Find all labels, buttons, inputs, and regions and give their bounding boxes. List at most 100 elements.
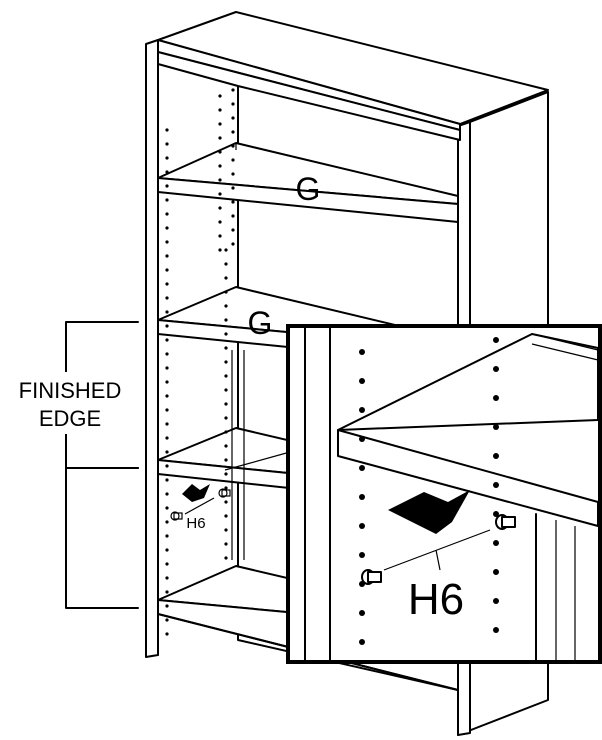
shelf-label-upper: G bbox=[296, 171, 321, 207]
pin-hole-dot bbox=[359, 378, 365, 384]
arrow-down-icon bbox=[388, 490, 470, 534]
pin-hole-dot bbox=[165, 562, 169, 566]
pin-hole-dot bbox=[224, 528, 228, 532]
pin-hole-dot bbox=[231, 130, 235, 134]
zoom-inset: H6 bbox=[286, 324, 602, 664]
pin-hole-dot bbox=[165, 506, 169, 510]
pin-hole-dot bbox=[218, 122, 222, 126]
pin-hole-dot bbox=[165, 296, 169, 300]
pin-hole-dot bbox=[165, 436, 169, 440]
pin-hole-dot bbox=[165, 590, 169, 594]
pin-hole-dot bbox=[218, 108, 222, 112]
finished-edge-bracket-lower bbox=[65, 467, 139, 609]
pin-hole-dot bbox=[231, 144, 235, 148]
peg-icon bbox=[218, 488, 231, 498]
peg-icon bbox=[170, 511, 183, 521]
small-peg-callout: H6 bbox=[170, 484, 231, 532]
pin-hole-dot bbox=[165, 534, 169, 538]
pin-hole-dot bbox=[231, 200, 235, 204]
shelf-pin-holes bbox=[165, 88, 235, 636]
pin-hole-dot bbox=[165, 618, 169, 622]
pin-hole-dot bbox=[165, 548, 169, 552]
pin-hole-dot bbox=[165, 422, 169, 426]
pin-hole-dot bbox=[224, 402, 228, 406]
pin-hole-dot bbox=[165, 282, 169, 286]
left-side-panel bbox=[145, 39, 159, 658]
pin-hole-dot bbox=[218, 178, 222, 182]
pin-hole-dot bbox=[224, 556, 228, 560]
peg-icon-large-left bbox=[361, 569, 382, 585]
finished-edge-label-line1: FINISHED bbox=[19, 378, 122, 403]
pin-hole-dot bbox=[165, 310, 169, 314]
pin-hole-dot bbox=[224, 514, 228, 518]
pin-hole-dot bbox=[165, 576, 169, 580]
pin-hole-dot bbox=[165, 128, 169, 132]
pin-hole-dot bbox=[359, 465, 365, 471]
pin-hole-dot bbox=[231, 186, 235, 190]
pin-hole-dot bbox=[165, 212, 169, 216]
pin-hole-dot bbox=[231, 158, 235, 162]
pin-hole-dot bbox=[165, 408, 169, 412]
finished-edge-label-line2: EDGE bbox=[39, 406, 101, 431]
pin-hole-dot bbox=[493, 337, 499, 343]
pin-hole-dot bbox=[165, 366, 169, 370]
pin-hole-dot bbox=[224, 248, 228, 252]
arrow-down-icon bbox=[182, 484, 210, 502]
pin-hole-dot bbox=[224, 346, 228, 350]
pin-hole-dot bbox=[165, 478, 169, 482]
pin-hole-dot bbox=[224, 444, 228, 448]
pin-hole-dot bbox=[218, 220, 222, 224]
pin-hole-dot bbox=[224, 472, 228, 476]
pin-hole-dot bbox=[493, 366, 499, 372]
pin-hole-dot bbox=[218, 94, 222, 98]
pin-hole-dot bbox=[359, 494, 365, 500]
pin-hole-dot bbox=[224, 290, 228, 294]
pin-hole-dot bbox=[165, 324, 169, 328]
peg-label-large: H6 bbox=[408, 575, 464, 624]
pin-hole-dot bbox=[165, 352, 169, 356]
pin-hole-dot bbox=[231, 88, 235, 92]
pin-hole-dot bbox=[224, 304, 228, 308]
pin-hole-dot bbox=[218, 248, 222, 252]
pin-hole-dot bbox=[224, 276, 228, 280]
pin-hole-dot bbox=[165, 254, 169, 258]
pin-hole-dot bbox=[224, 360, 228, 364]
pin-hole-dot bbox=[165, 632, 169, 636]
pin-hole-dot bbox=[231, 172, 235, 176]
pin-hole-dot bbox=[224, 486, 228, 490]
pin-hole-dot bbox=[165, 604, 169, 608]
pin-hole-dot bbox=[218, 150, 222, 154]
pin-hole-dot bbox=[493, 627, 499, 633]
pin-hole-dot bbox=[231, 228, 235, 232]
pin-hole-dot bbox=[493, 482, 499, 488]
pin-hole-dot bbox=[224, 318, 228, 322]
pin-hole-dot bbox=[165, 520, 169, 524]
pin-hole-dot bbox=[359, 523, 365, 529]
pin-hole-dot bbox=[165, 394, 169, 398]
pin-hole-dot bbox=[218, 192, 222, 196]
pin-hole-dot bbox=[165, 464, 169, 468]
pin-hole-dot bbox=[493, 453, 499, 459]
pin-hole-dot bbox=[359, 349, 365, 355]
pin-hole-dot bbox=[224, 262, 228, 266]
pin-hole-dot bbox=[231, 214, 235, 218]
peg-icon-large-right bbox=[495, 514, 516, 530]
pin-hole-dot bbox=[493, 598, 499, 604]
zoomed-shelf bbox=[337, 333, 599, 527]
pin-hole-dot bbox=[165, 268, 169, 272]
pin-hole-dot bbox=[165, 156, 169, 160]
pin-hole-dot bbox=[218, 234, 222, 238]
peg-label-small: H6 bbox=[186, 515, 205, 532]
pin-hole-dot bbox=[493, 395, 499, 401]
shelf-label-middle: G bbox=[248, 305, 273, 341]
pin-hole-dot bbox=[231, 242, 235, 246]
pin-hole-dot bbox=[231, 102, 235, 106]
pin-hole-dot bbox=[218, 206, 222, 210]
pin-hole-dot bbox=[224, 458, 228, 462]
pin-hole-dot bbox=[165, 142, 169, 146]
pin-hole-dot bbox=[218, 164, 222, 168]
pin-hole-dot bbox=[359, 436, 365, 442]
pin-hole-dot bbox=[165, 240, 169, 244]
pin-hole-dot bbox=[224, 542, 228, 546]
pin-hole-dot bbox=[165, 226, 169, 230]
